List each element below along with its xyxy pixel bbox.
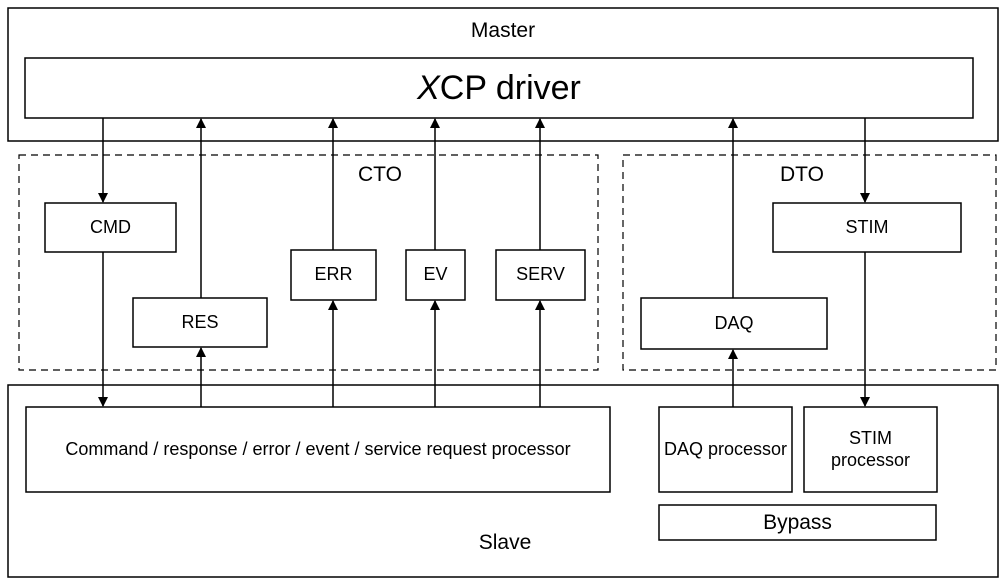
bypass-box bbox=[658, 504, 937, 541]
stim-label: STIM bbox=[845, 216, 889, 237]
dto-group-box bbox=[622, 154, 997, 371]
ev-label: EV bbox=[423, 264, 448, 285]
err-label: ERR bbox=[314, 264, 353, 285]
command-processor-box bbox=[25, 406, 611, 493]
res-label: RES bbox=[181, 311, 219, 332]
dto-label: DTO bbox=[780, 163, 824, 187]
cto-label: CTO bbox=[358, 163, 402, 187]
daq-processor-label: DAQ processor bbox=[663, 438, 788, 459]
command-processor-label: Command / response / error / event / ser… bbox=[65, 438, 571, 459]
master-box bbox=[7, 7, 999, 142]
bypass-label: Bypass bbox=[763, 510, 832, 534]
slave-box bbox=[7, 384, 999, 578]
cmd-box bbox=[44, 202, 177, 253]
stim-box bbox=[772, 202, 962, 253]
stim-processor-box bbox=[803, 406, 938, 493]
xcp-driver-box bbox=[24, 57, 974, 119]
cto-group-box bbox=[18, 154, 599, 371]
xcp-driver-label: XCP driver bbox=[417, 68, 581, 107]
stim-processor-label: STIM processor bbox=[830, 427, 911, 470]
daq-processor-box bbox=[658, 406, 793, 493]
master-label: Master bbox=[470, 19, 536, 43]
daq-label: DAQ bbox=[714, 312, 754, 333]
cmd-label: CMD bbox=[90, 216, 131, 237]
serv-label: SERV bbox=[516, 264, 565, 285]
slave-label: Slave bbox=[478, 531, 532, 555]
